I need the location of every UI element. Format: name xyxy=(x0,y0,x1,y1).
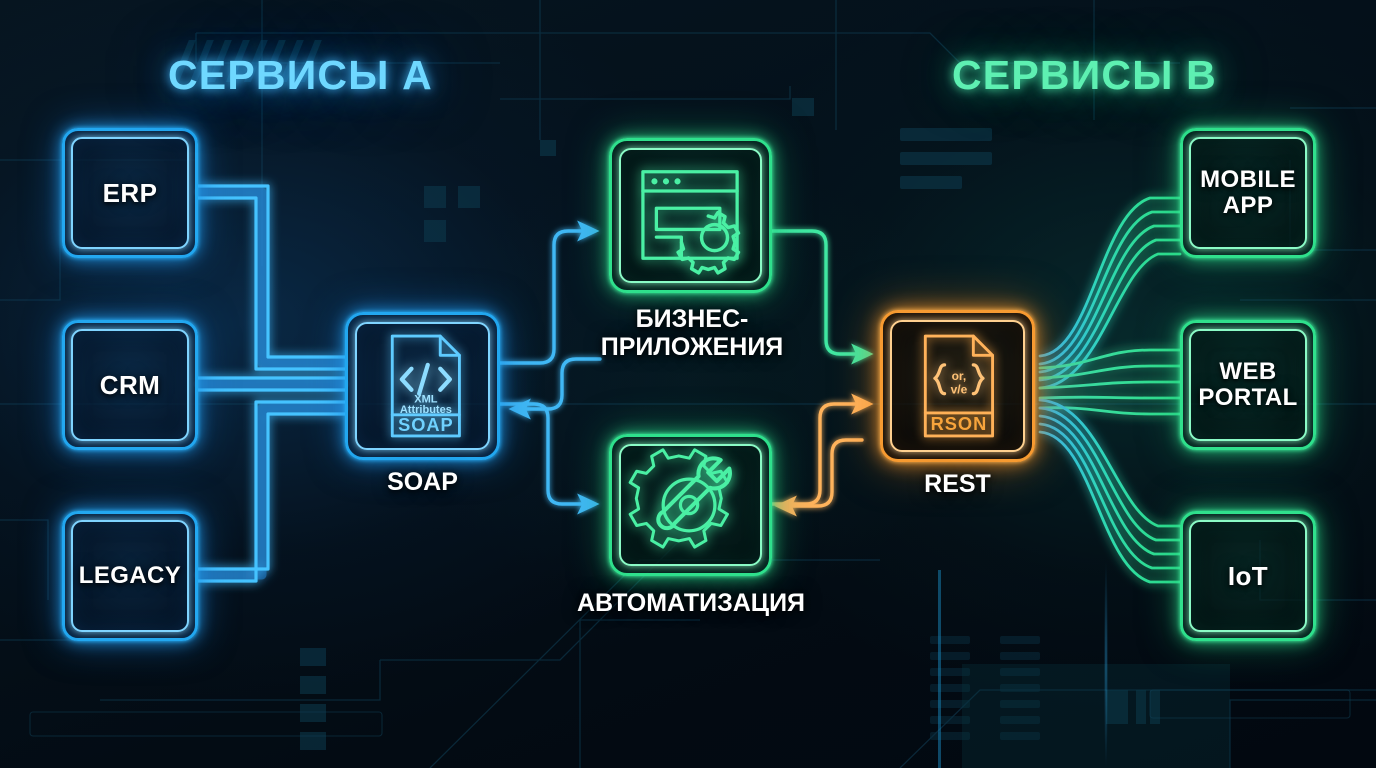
business-soap-return xyxy=(508,357,602,420)
node-inner-border xyxy=(71,520,189,632)
service-node-legacy[interactable]: LEGACY xyxy=(62,511,198,641)
gear-wrench-icon xyxy=(628,448,732,549)
middle-caption-business-apps: БИЗНЕС- ПРИЛОЖЕНИЯ xyxy=(600,305,784,361)
protocol-tile-soap[interactable]: XML Attributes SOAP xyxy=(345,312,500,460)
svg-text:Attributes: Attributes xyxy=(400,404,452,416)
middle-tile-automation[interactable] xyxy=(609,434,772,576)
xml-document-icon: XML Attributes SOAP xyxy=(390,334,461,438)
svg-text:RSON: RSON xyxy=(931,413,988,434)
rest-fiber-bundle-bottom xyxy=(1038,398,1182,584)
service-node-label: ERP xyxy=(102,177,158,208)
node-inner-border xyxy=(1189,329,1307,441)
protocol-caption-rest: REST xyxy=(924,470,991,498)
service-node-label: WEB PORTAL xyxy=(1198,358,1298,411)
service-node-label: LEGACY xyxy=(78,562,182,590)
svg-text:v/e: v/e xyxy=(951,383,968,397)
browser-window-gear-icon xyxy=(641,170,741,275)
service-node-label: MOBILE APP xyxy=(1200,166,1296,219)
service-node-erp[interactable]: ERP xyxy=(62,128,198,258)
node-inner-border xyxy=(71,137,189,249)
service-node-crm[interactable]: CRM xyxy=(62,320,198,450)
protocol-caption-soap: SOAP xyxy=(387,468,458,496)
tile-inner-border xyxy=(619,444,762,566)
svg-text:XML: XML xyxy=(414,393,438,405)
section-title-right: СЕРВИСЫ В xyxy=(952,52,1217,98)
svg-text:or,: or, xyxy=(952,369,967,383)
middle-caption-automation: АВТОМАТИЗАЦИЯ xyxy=(576,589,806,617)
node-inner-border xyxy=(71,329,189,441)
soap-business-arrows xyxy=(498,220,600,365)
tile-inner-border xyxy=(890,320,1025,452)
service-node-label: IoT xyxy=(1227,560,1269,591)
node-inner-border xyxy=(1189,520,1307,632)
protocol-tile-rest[interactable]: or, v/e RSON xyxy=(880,310,1035,462)
tile-inner-border xyxy=(619,148,762,283)
service-node-iot[interactable]: IoT xyxy=(1180,511,1316,641)
rest-fiber-bundle-middle xyxy=(1038,348,1182,416)
tile-inner-border xyxy=(355,322,490,450)
section-title-left: СЕРВИСЫ А xyxy=(168,52,433,98)
soap-automation-arrows xyxy=(498,402,600,515)
service-node-mobile-app[interactable]: MOBILE APP xyxy=(1180,128,1316,258)
service-node-label: CRM xyxy=(99,369,161,400)
left-service-bus xyxy=(193,184,350,583)
service-node-web-portal[interactable]: WEB PORTAL xyxy=(1180,320,1316,450)
middle-tile-business-apps[interactable] xyxy=(609,138,772,293)
json-document-icon: or, v/e RSON xyxy=(923,334,994,438)
node-inner-border xyxy=(1189,137,1307,249)
rest-fiber-bundle-top xyxy=(1038,196,1182,390)
business-rest-arrow xyxy=(770,229,874,365)
automation-rest-arrows xyxy=(770,393,874,517)
svg-text:SOAP: SOAP xyxy=(398,415,453,435)
